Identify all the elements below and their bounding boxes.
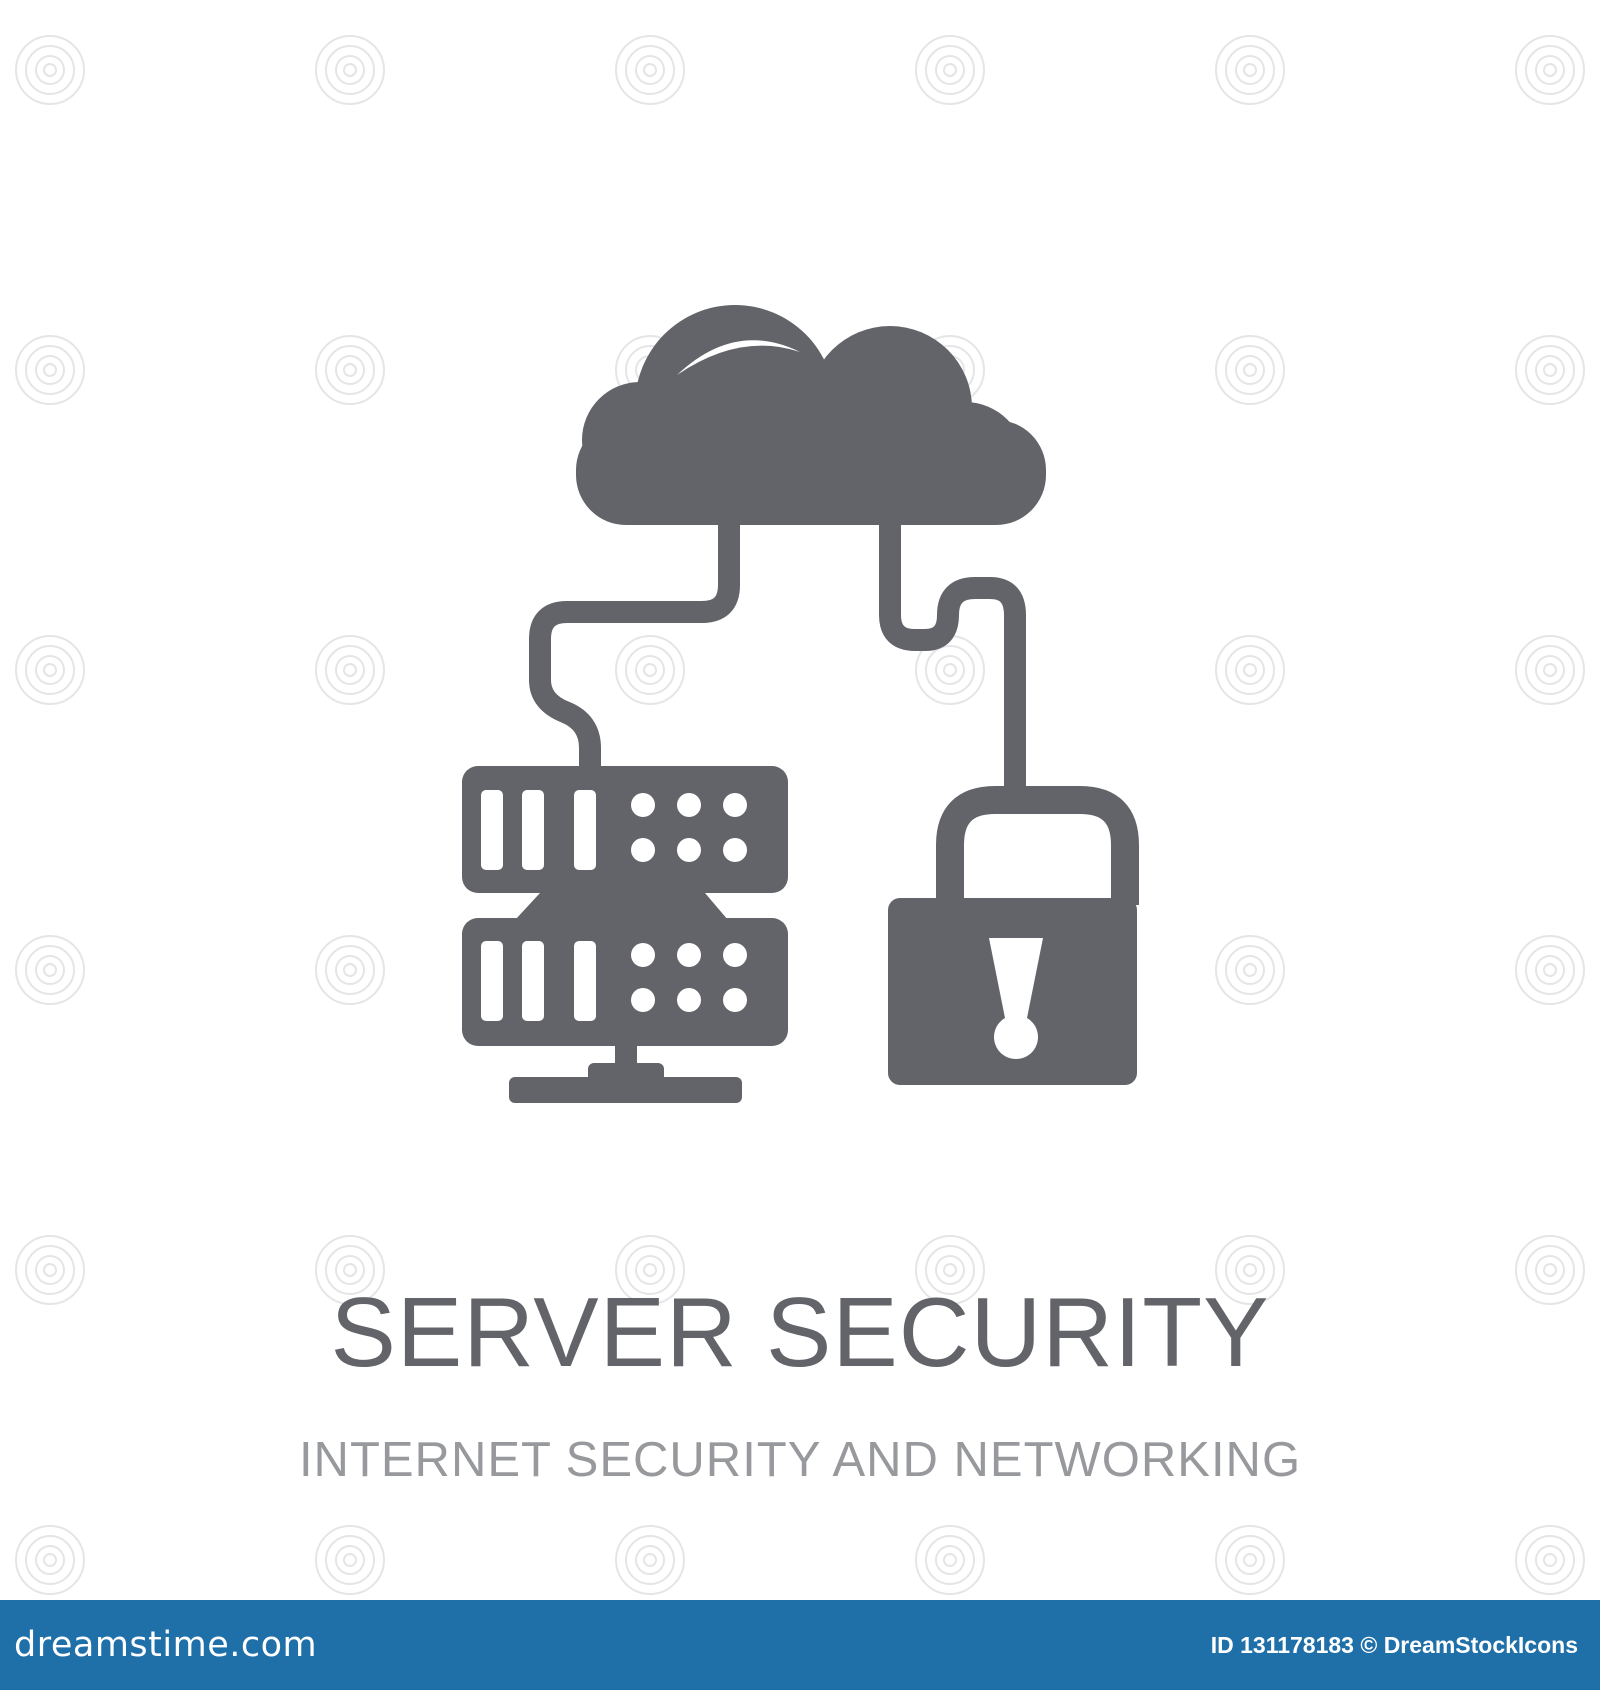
cloud-icon	[576, 305, 1046, 525]
page-title: SERVER SECURITY	[330, 1277, 1270, 1387]
server-drive-slots	[481, 790, 596, 1021]
page-subtitle: INTERNET SECURITY AND NETWORKING	[298, 1433, 1302, 1487]
network-cable-icon	[529, 499, 1026, 811]
server-status-lights	[631, 793, 747, 1012]
footer-bar: dreamstime.com ID 131178183 © DreamStock…	[0, 1600, 1600, 1690]
keyhole-icon	[989, 938, 1043, 1060]
server-rack-icon	[462, 766, 788, 1103]
footer-logo[interactable]: dreamstime.com	[14, 1625, 318, 1665]
padlock-icon	[888, 786, 1139, 1085]
server-security-icon	[462, 305, 1139, 1103]
image-credit: ID 131178183 © DreamStockIcons	[1210, 1631, 1578, 1658]
